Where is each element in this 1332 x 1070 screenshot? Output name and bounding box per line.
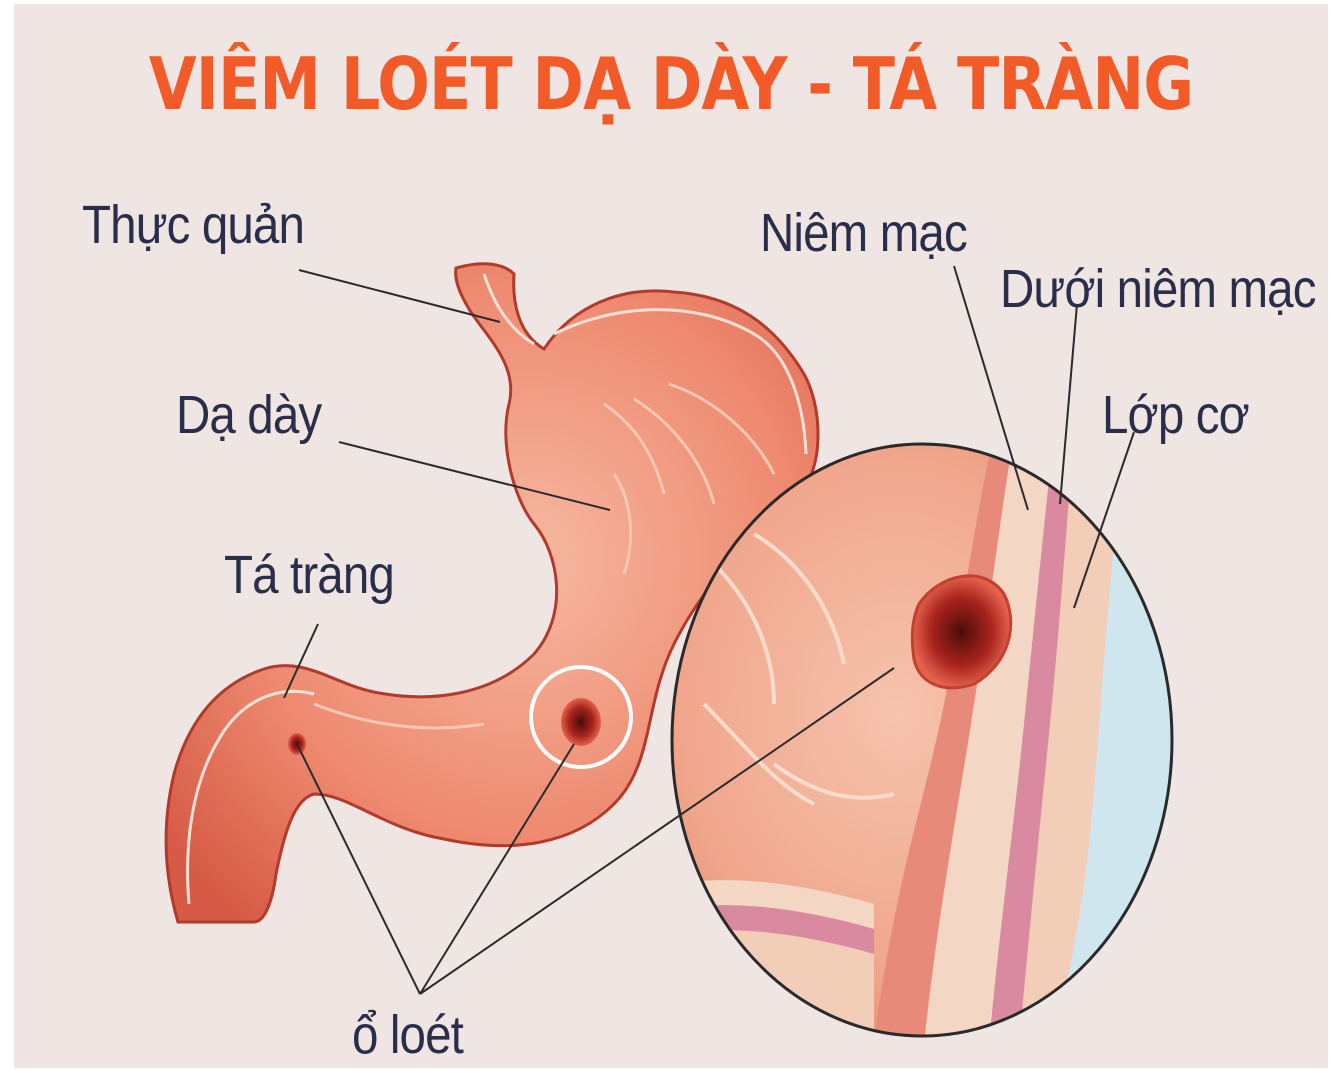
diagram-title: VIÊM LOÉT DẠ DÀY - TÁ TRÀNG [106,42,1236,126]
diagram-canvas: VIÊM LOÉT DẠ DÀY - TÁ TRÀNG Thực quản Dạ… [14,4,1328,1068]
label-muscle-layer: Lớp cơ [1102,384,1249,446]
label-ulcer: ổ loét [352,1004,463,1066]
label-esophagus: Thực quản [82,194,304,256]
label-submucosa: Dưới niêm mạc [1000,258,1316,320]
duodenal-ulcer [288,733,306,755]
label-duodenum: Tá tràng [224,544,394,606]
stomach-illustration [14,4,1328,1068]
label-stomach: Dạ dày [176,384,321,446]
label-mucosa: Niêm mạc [760,202,967,264]
gastric-ulcer [561,698,601,746]
